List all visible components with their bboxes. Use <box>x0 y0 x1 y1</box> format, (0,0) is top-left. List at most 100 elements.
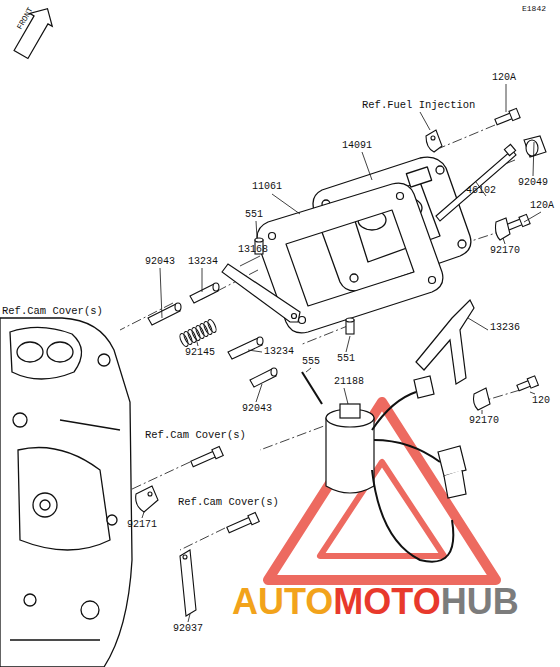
leader-line <box>272 194 300 214</box>
cam-cover <box>0 318 132 667</box>
clamp <box>136 486 158 512</box>
cover-14091 <box>458 240 466 248</box>
bolt <box>519 214 530 226</box>
clamp <box>426 130 442 152</box>
leader-line <box>344 388 348 404</box>
leader-line <box>240 256 260 266</box>
reference-note: Ref.Fuel Injection <box>362 99 475 111</box>
watermark-triangle <box>268 402 496 580</box>
cam-cover <box>40 500 50 510</box>
cover-14091 <box>436 166 444 174</box>
watermark: AUTO <box>232 582 333 622</box>
callout-number: 555 <box>302 356 320 368</box>
strap-92037 <box>180 550 196 616</box>
bolt <box>190 108 538 534</box>
callout-number: 92037 <box>173 623 203 635</box>
leader-line <box>196 338 198 346</box>
cover-14091 <box>350 274 358 282</box>
callout-number: 92171 <box>127 519 157 531</box>
clamp <box>136 130 510 512</box>
leader-line <box>256 384 262 402</box>
leader-line <box>142 512 144 518</box>
callout-number: 120A <box>530 200 554 212</box>
callout-number: 92043 <box>242 403 272 415</box>
leader-line <box>188 614 190 622</box>
coil-spring <box>178 318 217 347</box>
gasket-11061 <box>269 233 276 240</box>
shaft-pin <box>271 368 277 376</box>
callout-number: 120A <box>492 72 516 84</box>
strap-92037 <box>183 555 187 559</box>
leader-line <box>524 212 541 222</box>
leader-line <box>420 112 430 130</box>
coil-spring <box>206 318 217 333</box>
leader-line <box>533 142 534 176</box>
leader-line <box>142 84 541 622</box>
cam-cover <box>13 413 27 427</box>
solenoid-21188 <box>372 392 416 430</box>
shaft-pin <box>148 304 180 325</box>
shaft-46102 <box>524 136 546 157</box>
assembly-centerline <box>120 125 520 550</box>
assembly-centerline <box>440 125 495 148</box>
watermark-triangle <box>268 402 496 580</box>
gasket-11061 <box>429 277 436 284</box>
bolt <box>226 512 259 534</box>
bolt <box>190 446 223 468</box>
cam-cover <box>107 515 117 525</box>
lever-13168 <box>292 314 297 319</box>
shaft-46102 <box>526 140 538 156</box>
callout-number: 14091 <box>342 140 372 152</box>
bracket-13236 <box>416 300 474 384</box>
leader-line <box>202 268 203 292</box>
front-arrow <box>10 2 59 61</box>
callout-number: 46102 <box>466 185 496 197</box>
callout-number: 551 <box>245 209 263 221</box>
leader-line <box>306 368 311 372</box>
leader-line <box>160 268 162 318</box>
cam-cover <box>10 420 120 640</box>
bolt <box>248 512 259 524</box>
shaft-46102 <box>436 150 516 221</box>
solenoid-21188 <box>444 470 466 498</box>
leader-line <box>468 318 488 330</box>
clamp <box>496 218 511 240</box>
callout-number: 13168 <box>238 244 268 256</box>
solenoid-21188 <box>374 440 440 462</box>
cam-cover <box>98 354 110 366</box>
solenoid-21188 <box>340 404 360 418</box>
leader-line <box>248 350 262 352</box>
reference-note: Ref.Cam Cover(s) <box>178 496 279 508</box>
callout-number: 11061 <box>252 181 282 193</box>
assembly-centerline <box>180 528 225 550</box>
dowel-pin <box>346 318 354 322</box>
cam-cover <box>18 448 110 551</box>
cam-cover <box>0 318 132 667</box>
front-arrow <box>10 2 59 61</box>
shaft-pin <box>228 338 262 359</box>
cam-cover <box>47 342 73 362</box>
assembly-centerline <box>130 462 190 490</box>
callout-number: 551 <box>337 353 355 365</box>
callout-number: 120 <box>532 395 550 407</box>
reference-note: Ref.Cam Cover(s) <box>145 429 246 441</box>
watermark: HUB <box>441 582 519 622</box>
clamp <box>431 136 435 140</box>
leader-line <box>362 152 372 180</box>
reference-note: Ref.Cam Cover(s) <box>2 305 103 317</box>
clamp <box>474 388 491 410</box>
shaft-46102 <box>504 144 515 155</box>
cam-cover <box>10 327 82 379</box>
callout-number: 13234 <box>188 256 218 268</box>
bracket-13236 <box>416 300 474 384</box>
leader-line <box>506 84 507 112</box>
callout-number: 13236 <box>490 322 520 334</box>
callout-number: 21188 <box>334 376 364 388</box>
callout-number: 92043 <box>145 256 175 268</box>
cam-cover <box>17 342 43 362</box>
solenoid-21188 <box>414 376 434 398</box>
callout-number: 13234 <box>264 346 294 358</box>
callout-number: 92170 <box>490 245 520 257</box>
